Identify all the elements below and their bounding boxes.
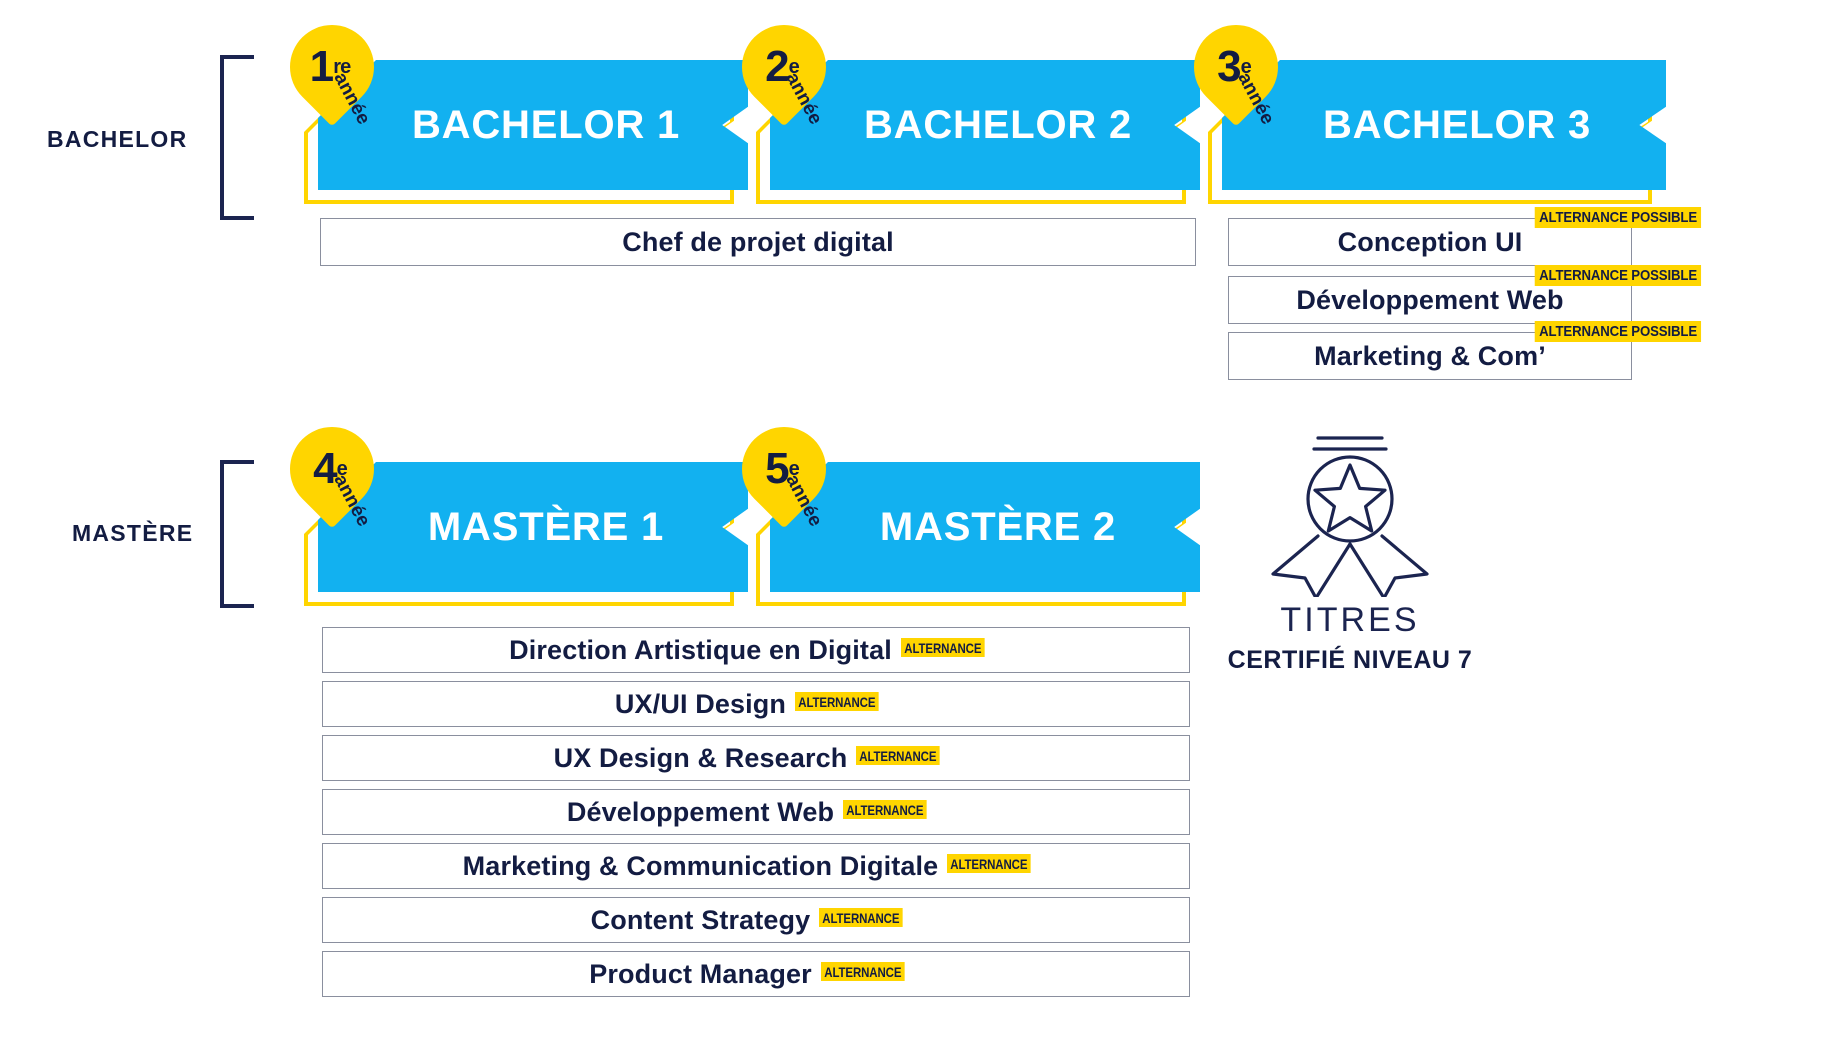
alternance-tag: ALTERNANCE	[856, 745, 941, 765]
alternance-tag: ALTERNANCE	[843, 799, 927, 819]
banner-bachelor-3[interactable]: BACHELOR 3	[1222, 60, 1666, 190]
option-box-developpement-web-mastere[interactable]: Développement Web ALTERNANCE	[322, 789, 1190, 835]
bracket-mastere	[220, 460, 254, 608]
section-label-bachelor: BACHELOR	[47, 126, 188, 152]
alternance-tag: ALTERNANCE	[900, 637, 985, 657]
option-label: Direction Artistique en Digital	[509, 634, 892, 665]
banner-label: BACHELOR 3	[1322, 102, 1592, 147]
banner-label: MASTÈRE 1	[427, 504, 665, 549]
banner-fill	[770, 462, 1200, 592]
option-box-ux-ui-design[interactable]: UX/UI Design ALTERNANCE	[322, 681, 1190, 727]
alternance-tag: ALTERNANCE	[819, 907, 903, 927]
option-box-marketing-com[interactable]: Marketing & Com’	[1228, 332, 1632, 380]
banner-label: BACHELOR 2	[863, 102, 1133, 147]
option-box-content-strategy[interactable]: Content Strategy ALTERNANCE	[322, 897, 1190, 943]
banner-mastere-2[interactable]: MASTÈRE 2	[770, 462, 1200, 592]
alternance-possible-tag-1: ALTERNANCE POSSIBLE	[1534, 265, 1702, 286]
certification-block: TITRES CERTIFIÉ NIVEAU 7	[1225, 432, 1475, 675]
banner-fill	[1222, 60, 1666, 190]
option-label: Marketing & Communication Digitale	[462, 850, 939, 881]
option-label: Marketing & Com’	[1314, 340, 1546, 371]
option-box-conception-ui[interactable]: Conception UI	[1228, 218, 1632, 266]
option-box-direction-artistique[interactable]: Direction Artistique en Digital ALTERNAN…	[322, 627, 1190, 673]
option-box-product-manager[interactable]: Product Manager ALTERNANCE	[322, 951, 1190, 997]
banner-label: BACHELOR 1	[411, 102, 681, 147]
alternance-possible-tag-0: ALTERNANCE POSSIBLE	[1534, 207, 1702, 228]
banner-fill	[318, 462, 748, 592]
option-box-ux-design-research[interactable]: UX Design & Research ALTERNANCE	[322, 735, 1190, 781]
banner-bachelor-1[interactable]: BACHELOR 1	[318, 60, 748, 190]
option-label: Content Strategy	[590, 904, 811, 935]
option-label: Chef de projet digital	[622, 226, 894, 257]
medal-star-icon	[1225, 432, 1475, 597]
alternance-tag: ALTERNANCE	[795, 691, 879, 711]
bracket-bachelor	[220, 55, 254, 220]
alternance-tag: ALTERNANCE	[947, 853, 1031, 873]
section-label-mastere: MASTÈRE	[72, 520, 194, 546]
banner-label: MASTÈRE 2	[879, 504, 1117, 549]
banner-fill	[770, 60, 1200, 190]
banner-bachelor-2[interactable]: BACHELOR 2	[770, 60, 1200, 190]
certification-subtitle: CERTIFIÉ NIVEAU 7	[1227, 646, 1473, 674]
option-label: UX Design & Research	[553, 742, 848, 773]
banner-mastere-1[interactable]: MASTÈRE 1	[318, 462, 748, 592]
option-label: Développement Web	[566, 796, 835, 827]
option-label: Product Manager	[589, 958, 812, 989]
option-box-chef-de-projet-digital[interactable]: Chef de projet digital	[320, 218, 1196, 266]
option-box-marketing-communication-digitale[interactable]: Marketing & Communication Digitale ALTER…	[322, 843, 1190, 889]
alternance-tag: ALTERNANCE	[820, 961, 905, 981]
certification-title: TITRES	[1280, 601, 1420, 639]
banner-fill	[318, 60, 748, 190]
option-label: Conception UI	[1337, 226, 1523, 257]
alternance-possible-tag-2: ALTERNANCE POSSIBLE	[1534, 321, 1702, 342]
option-label: Développement Web	[1296, 284, 1564, 315]
option-label: UX/UI Design	[614, 688, 787, 719]
